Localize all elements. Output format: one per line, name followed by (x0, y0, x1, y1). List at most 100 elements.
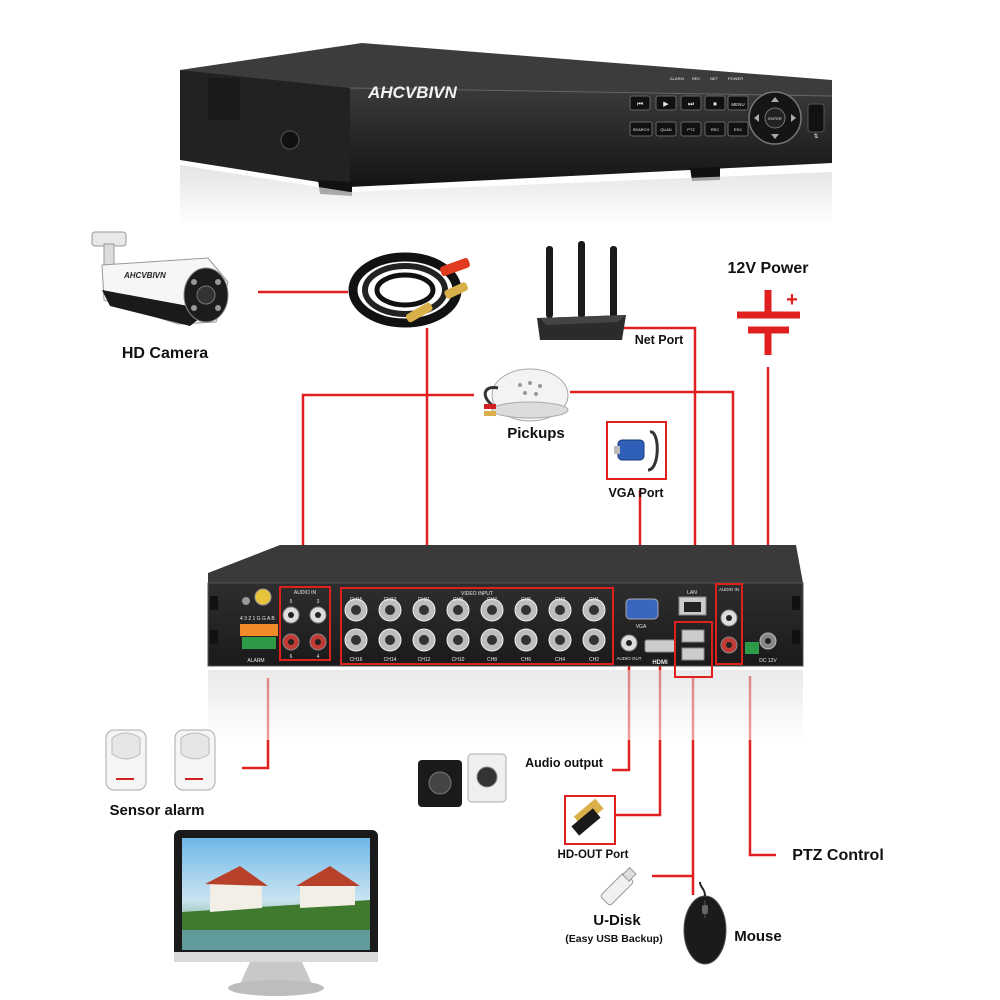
pickups-label: Pickups (507, 425, 565, 442)
stop-button[interactable] (704, 95, 726, 111)
monitor-image (174, 830, 378, 996)
quad-button[interactable] (655, 121, 677, 137)
hdmi-port (644, 639, 676, 653)
bnc-connector-core (555, 605, 565, 615)
svg-text:ENTER: ENTER (768, 116, 782, 121)
svg-text:VIDEO INPUT: VIDEO INPUT (461, 591, 493, 597)
search-button[interactable] (629, 121, 653, 137)
vga-cable-image (606, 421, 667, 480)
vga-port-label: VGA Port (608, 486, 664, 500)
channel-label: CH12 (418, 657, 431, 663)
channel-label: CH10 (452, 657, 465, 663)
svg-text:ALARM: ALARM (247, 658, 264, 664)
bnc-connector-core (487, 635, 497, 645)
dpad-down-icon (771, 134, 779, 139)
channel-label: CH1 (589, 597, 599, 603)
svg-text:5: 5 (290, 599, 293, 605)
bnc-connector-core (453, 605, 463, 615)
svg-text:QUAD: QUAD (660, 127, 672, 132)
vent-grille (208, 78, 240, 120)
power-symbol-icon: + (737, 289, 800, 355)
hd-camera-image: AHCVBIVN (91, 231, 229, 326)
channel-label: CH3 (555, 597, 565, 603)
line-pickups-audio-left (301, 393, 474, 590)
svg-text:USB2.0/USB3.0: USB2.0/USB3.0 (679, 666, 706, 670)
svg-text:DC 12V: DC 12V (759, 658, 777, 664)
vga-connector (625, 598, 659, 620)
front-buttons-row2: SEARCH QUAD PTZ REC ESC (629, 121, 749, 137)
channel-label: CH8 (487, 657, 497, 663)
channel-label: CH6 (521, 657, 531, 663)
svg-text:3: 3 (317, 599, 320, 605)
svg-text:⏹: ⏹ (713, 101, 717, 108)
svg-text:PTZ: PTZ (687, 127, 695, 132)
svg-text:NET: NET (710, 76, 719, 81)
svg-text:6: 6 (290, 654, 293, 660)
video-cable-image (348, 252, 470, 328)
sensor-alarm-label: Sensor alarm (109, 802, 204, 819)
bnc-connector-core (385, 605, 395, 615)
audio-output-label: Audio output (525, 756, 604, 770)
dvr-front-device: AHCVBIVN ALARM REC NET POWER ⏮ ▶ ⏭ ⏹ MEN… (180, 43, 833, 225)
bnc-connector-core (351, 635, 361, 645)
mouse-label: Mouse (734, 928, 782, 945)
menu-button[interactable] (727, 95, 749, 111)
bnc-connector-core (521, 635, 531, 645)
svg-text:REC: REC (711, 127, 720, 132)
bnc-connector-core (589, 635, 599, 645)
play-button[interactable] (655, 95, 677, 111)
net-port-label: Net Port (635, 333, 684, 347)
ground-screw (254, 588, 272, 606)
next-button[interactable] (680, 95, 702, 111)
back-reflection (208, 670, 803, 740)
svg-text:⇅: ⇅ (813, 134, 818, 140)
speakers-image (418, 753, 507, 807)
hdmi-cable-image (564, 795, 616, 845)
rec-button[interactable] (704, 121, 726, 137)
rs485-terminal (745, 642, 759, 654)
dpad-left-icon (754, 114, 759, 122)
svg-text:POWER: POWER (728, 76, 743, 81)
prev-button[interactable] (629, 95, 651, 111)
ptz-button[interactable] (680, 121, 702, 137)
svg-text:+: + (786, 289, 798, 311)
channel-label: CH2 (589, 657, 599, 663)
u-disk-sublabel: (Easy USB Backup) (565, 933, 662, 945)
svg-text:SEARCH: SEARCH (633, 127, 650, 132)
hd-out-port-label: HD-OUT Port (558, 849, 629, 861)
audio-in-right-box (715, 583, 743, 665)
bnc-connector-core (555, 635, 565, 645)
svg-text:REC: REC (692, 76, 701, 81)
front-reflection (180, 165, 832, 225)
bnc-connector-core (453, 635, 463, 645)
sensor-alarm-image (105, 729, 216, 791)
video-input-box (340, 587, 614, 665)
channel-label: CH4 (555, 657, 565, 663)
dvr-back-device: 4 3 2 1 G G A B ALARM AUDIO IN 5 3 6 4 V… (207, 545, 804, 740)
bnc-connector-core (419, 605, 429, 615)
brand-logo: AHCVBIVN (367, 83, 458, 102)
bnc-connector-core (487, 605, 497, 615)
svg-text:ALARM: ALARM (670, 76, 684, 81)
dpad-right-icon (791, 114, 796, 122)
bnc-connector-core (419, 635, 429, 645)
usb-box (674, 621, 713, 678)
svg-text:AUDIO IN: AUDIO IN (719, 587, 739, 592)
svg-text:AUDIO IN: AUDIO IN (294, 590, 317, 596)
svg-text:⏮: ⏮ (637, 101, 643, 108)
channel-label: CH11 (418, 597, 431, 603)
camera-brand: AHCVBIVN (123, 271, 166, 280)
svg-text:MENU: MENU (731, 102, 744, 107)
channel-label: CH5 (521, 597, 531, 603)
channel-label: CH13 (384, 597, 397, 603)
svg-text:LAN: LAN (687, 590, 697, 596)
bnc-connector-core (589, 605, 599, 615)
svg-text:HDMI: HDMI (652, 660, 668, 666)
svg-text:▶: ▶ (663, 101, 669, 108)
esc-button[interactable] (727, 121, 749, 137)
direction-pad[interactable]: ENTER (748, 91, 802, 145)
mouse-image (683, 881, 727, 965)
line-pickups-audio-right (570, 390, 735, 588)
